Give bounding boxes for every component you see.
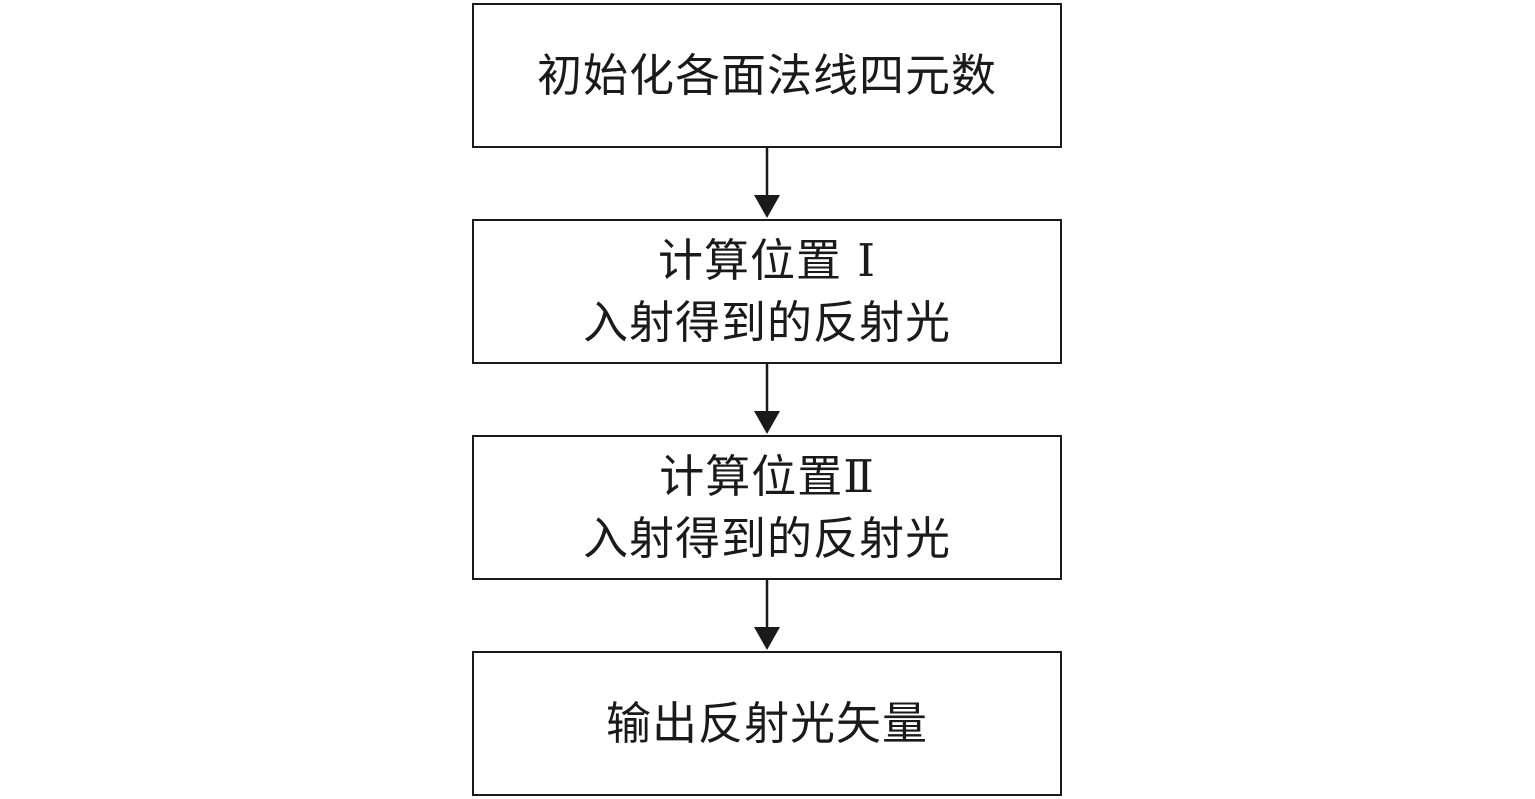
step-4-label: 输出反射光矢量 xyxy=(605,696,928,750)
step-1-label: 初始化各面法线四元数 xyxy=(536,48,997,102)
arrow-step3-to-step4 xyxy=(754,580,780,650)
step-3-label-line-2: 入射得到的反射光 xyxy=(582,511,951,565)
step-output-reflection-vector: 输出反射光矢量 xyxy=(472,651,1062,796)
arrow-step1-to-step2 xyxy=(754,148,780,218)
step-initialize-face-normal-quaternions: 初始化各面法线四元数 xyxy=(472,3,1062,148)
step-3-label-line-1: 计算位置Ⅱ xyxy=(659,449,875,503)
step-compute-reflection-position-1: 计算位置 I 入射得到的反射光 xyxy=(472,219,1062,364)
step-2-label-line-1: 计算位置 I xyxy=(657,233,877,287)
step-compute-reflection-position-2: 计算位置Ⅱ 入射得到的反射光 xyxy=(472,435,1062,580)
arrow-step2-to-step3 xyxy=(754,364,780,434)
step-2-label-line-2: 入射得到的反射光 xyxy=(582,295,951,349)
